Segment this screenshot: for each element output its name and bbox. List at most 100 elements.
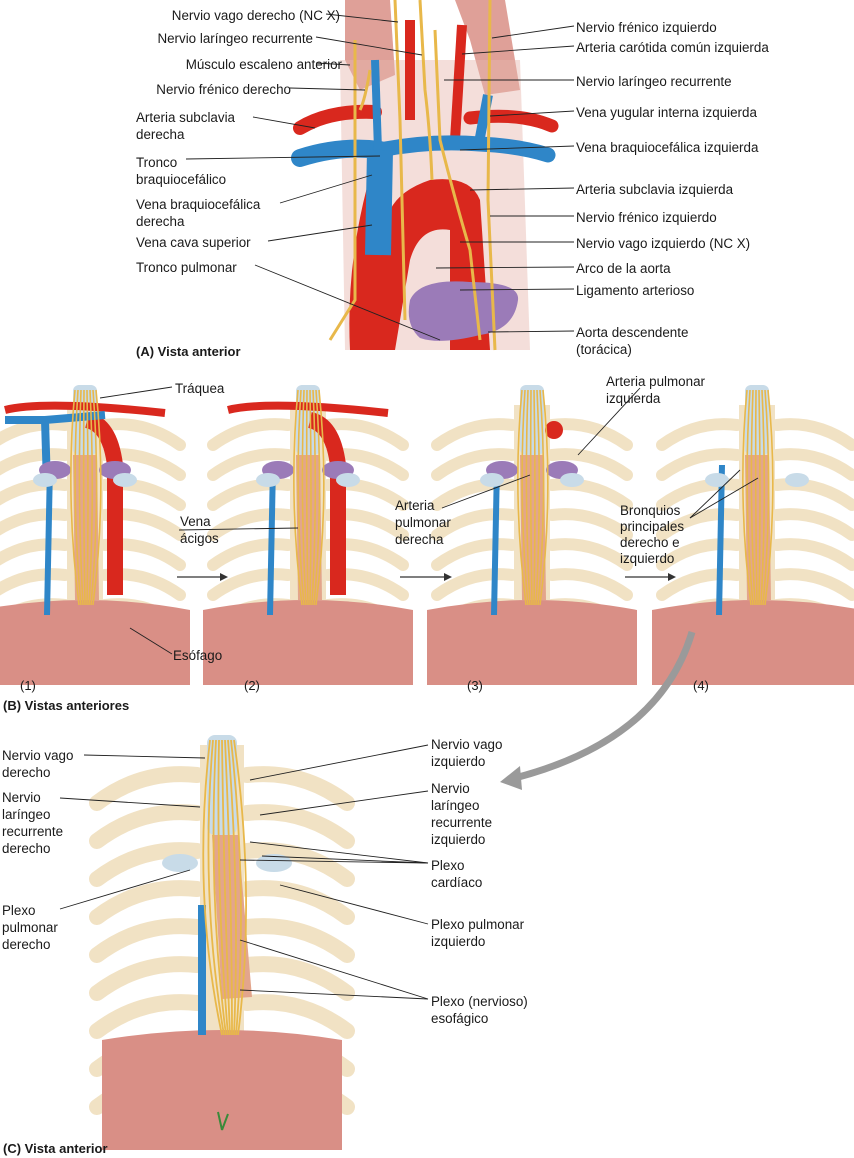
rib-left bbox=[771, 538, 854, 571]
leader-line bbox=[249, 841, 429, 864]
label-left-common-carotid: Arteria carótida común izquierda bbox=[576, 40, 769, 55]
right-scalene-muscle bbox=[345, 0, 395, 90]
leader-line bbox=[279, 884, 429, 925]
nerve-plexus-fiber bbox=[764, 389, 774, 606]
nerve-plexus-fiber bbox=[202, 739, 223, 1036]
right-bronchus bbox=[480, 473, 504, 487]
rib-right bbox=[431, 538, 518, 571]
leader-line bbox=[487, 330, 575, 333]
nerve-plexus-fiber bbox=[529, 389, 533, 606]
right-internal-jugular-vein bbox=[371, 59, 382, 151]
rib-right bbox=[207, 478, 294, 511]
nerve-plexus-fiber bbox=[537, 389, 545, 606]
rib-left bbox=[546, 508, 633, 541]
panel-a-artwork bbox=[291, 0, 559, 351]
label-azygos-vein: Vena ácigos bbox=[180, 514, 219, 546]
label-ligamentum-arteriosum: Ligamento arterioso bbox=[576, 283, 695, 298]
rib-left bbox=[239, 842, 355, 887]
label-esophagus: Esófago bbox=[173, 648, 223, 663]
label-superior-vena-cava: Vena cava superior bbox=[136, 235, 251, 250]
nerve-plexus-fiber bbox=[760, 389, 766, 606]
panel-a-nerve bbox=[433, 29, 482, 341]
nerve-plexus-fiber bbox=[212, 739, 227, 1036]
nerve-plexus-fiber bbox=[533, 389, 536, 606]
rib-left bbox=[771, 418, 854, 451]
panel-a-nerve bbox=[393, 0, 407, 321]
nerve-plexus-fiber bbox=[233, 739, 247, 1036]
rib-right bbox=[89, 766, 205, 811]
label-c-right-recurrent-laryngeal: Nervio laríngeo recurrente derecho bbox=[2, 790, 64, 856]
rib-right bbox=[207, 538, 294, 571]
leader-line bbox=[185, 155, 381, 160]
leader-line bbox=[689, 477, 759, 519]
label-c-right-vagus: Nervio vago derecho bbox=[2, 748, 74, 780]
rib-left bbox=[546, 478, 633, 511]
nerve-plexus-fiber bbox=[88, 389, 94, 606]
rib-right bbox=[656, 538, 743, 571]
right-bronchus bbox=[705, 473, 729, 487]
rib-right bbox=[0, 418, 71, 446]
left-bronchus bbox=[256, 854, 292, 872]
nerve-plexus-fiber bbox=[315, 389, 325, 606]
diaphragm bbox=[652, 600, 854, 685]
panel-b-thorax-4 bbox=[652, 385, 854, 685]
panel-a-nerve bbox=[418, 0, 434, 181]
diaphragm bbox=[427, 600, 637, 685]
rib-left bbox=[771, 448, 854, 481]
leader-line bbox=[83, 754, 206, 759]
rib-right bbox=[207, 568, 294, 601]
nerve-plexus-fiber bbox=[90, 389, 98, 606]
nerve-plexus-fiber bbox=[301, 389, 307, 606]
azygos-vein bbox=[267, 464, 276, 616]
step-arrow-head bbox=[668, 573, 676, 581]
left-bronchus bbox=[560, 473, 584, 487]
leader-line bbox=[689, 469, 741, 519]
right-bronchus bbox=[256, 473, 280, 487]
rib-right bbox=[656, 508, 743, 541]
rib-left bbox=[239, 956, 355, 1001]
left-internal-jugular-vein bbox=[473, 94, 493, 149]
leader-line bbox=[279, 174, 373, 204]
label-descending-aorta: Aorta descendente (torácica) bbox=[576, 325, 689, 357]
nerve-plexus-fiber bbox=[754, 389, 758, 606]
rib-right bbox=[431, 418, 518, 451]
leader-line bbox=[261, 855, 429, 864]
left-scalene-muscle bbox=[455, 0, 520, 95]
leader-line bbox=[59, 869, 191, 910]
nerve-plexus-fiber bbox=[517, 389, 527, 606]
leader-line bbox=[178, 527, 299, 531]
diaphragm bbox=[203, 600, 413, 685]
label-right-brachiocephalic-vein: Vena braquiocefálica derecha bbox=[136, 197, 261, 229]
label-left-phrenic-nerve-top: Nervio frénico izquierdo bbox=[576, 20, 717, 35]
left-bronchus bbox=[113, 473, 137, 487]
diaphragm bbox=[102, 1030, 342, 1150]
azygos-vein bbox=[491, 464, 500, 616]
rib-left bbox=[546, 538, 633, 571]
label-c-cardiac-plexus: Plexo cardíaco bbox=[431, 858, 483, 890]
nerve-plexus-fiber bbox=[207, 739, 225, 1036]
rib-left bbox=[771, 508, 854, 541]
panel-a-nerve bbox=[328, 40, 357, 341]
step-arrow-head bbox=[220, 573, 228, 581]
nerve-plexus-fiber bbox=[92, 389, 102, 606]
rib-right bbox=[89, 918, 205, 963]
leader-line bbox=[289, 87, 366, 91]
label-c-left-pulmonary-plexus: Plexo pulmonar izquierdo bbox=[431, 917, 525, 949]
curved-arrow-head bbox=[500, 766, 522, 790]
right-bronchus bbox=[162, 854, 198, 872]
panel-a-nerve bbox=[486, 0, 497, 351]
nerve-plexus-fiber bbox=[758, 389, 761, 606]
rib-left bbox=[546, 448, 633, 481]
label-pulmonary-trunk: Tronco pulmonar bbox=[136, 260, 237, 275]
leader-line bbox=[459, 288, 575, 291]
nerve-plexus-fiber bbox=[762, 389, 770, 606]
rib-right bbox=[431, 448, 518, 481]
label-left-recurrent-laryngeal: Nervio laríngeo recurrente bbox=[576, 74, 732, 89]
nerve-plexus-fiber bbox=[525, 389, 531, 606]
aorta-cut bbox=[545, 421, 563, 439]
rib-right bbox=[0, 508, 71, 536]
subclavian-arteries bbox=[227, 401, 389, 417]
label-trachea: Tráquea bbox=[175, 381, 225, 396]
leader-line bbox=[239, 939, 429, 1000]
label-left-internal-jugular-vein: Vena yugular interna izquierda bbox=[576, 105, 757, 120]
